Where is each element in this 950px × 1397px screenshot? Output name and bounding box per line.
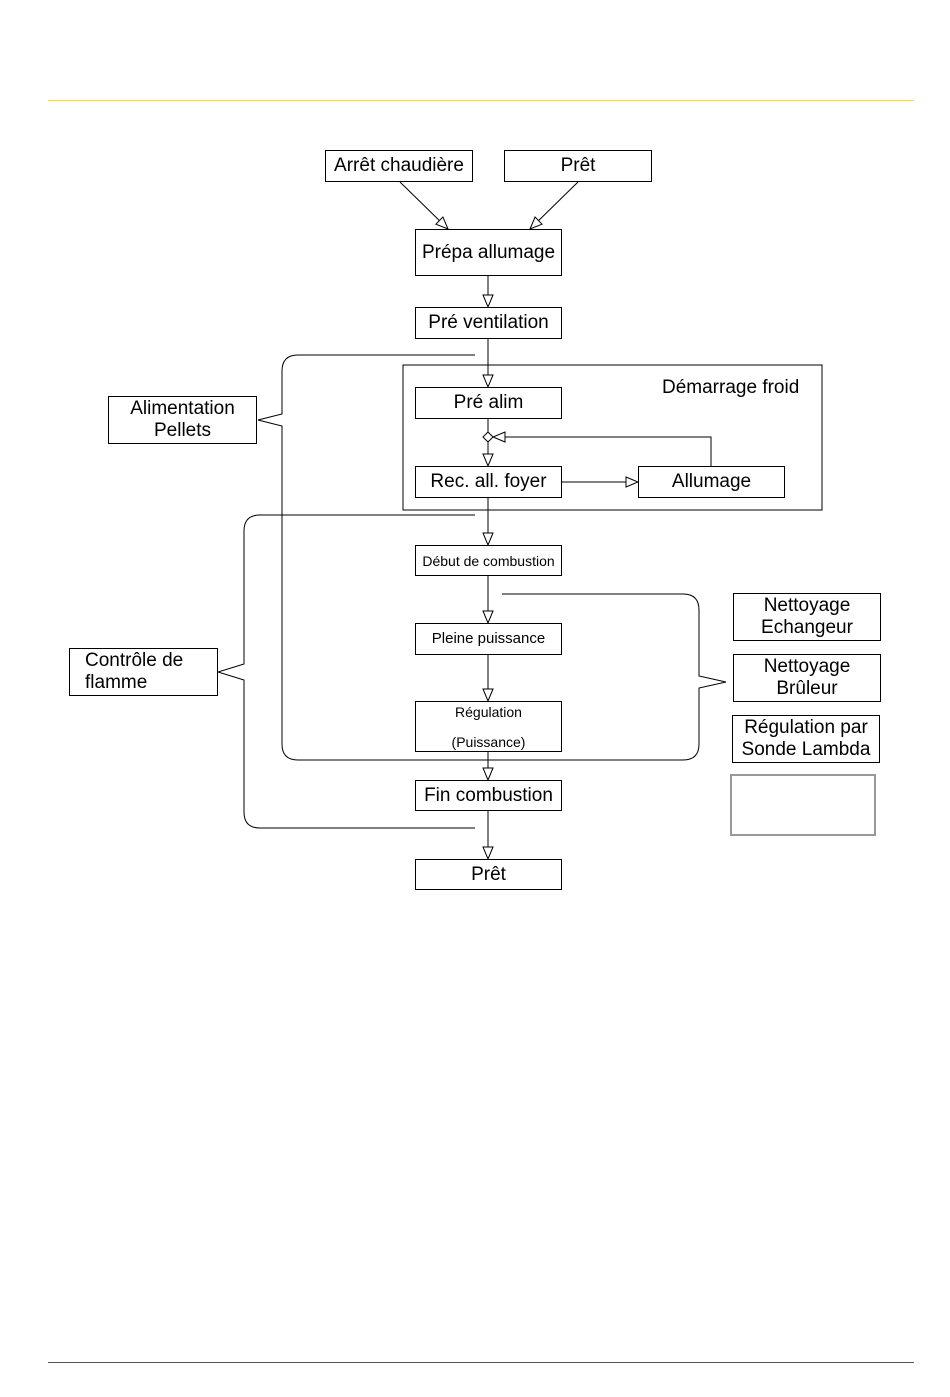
- box-arret-chaudiere: Arrêt chaudière: [325, 150, 473, 182]
- box-nettoyage-bruleur: Nettoyage Brûleur: [733, 654, 881, 702]
- arrow-pret-to-prepa: [530, 182, 578, 229]
- box-alimentation-pellets: Alimentation Pellets: [108, 396, 257, 444]
- box-pre-alim: Pré alim: [415, 387, 562, 419]
- box-prepa-allumage: Prépa allumage: [415, 229, 562, 276]
- box-rec-all-foyer: Rec. all. foyer: [415, 466, 562, 498]
- box-pret-top: Prêt: [504, 150, 652, 182]
- arrow-allumage-loop: [493, 437, 711, 466]
- box-pret-bottom: Prêt: [415, 859, 562, 890]
- box-regulation-lambda: Régulation par Sonde Lambda: [732, 715, 880, 763]
- arrow-arret-to-prepa: [400, 182, 448, 229]
- box-pleine-puissance: Pleine puissance: [415, 623, 562, 655]
- box-allumage: Allumage: [638, 466, 785, 498]
- box-controle-flamme: Contrôle de flamme: [69, 648, 218, 696]
- box-pre-ventilation: Pré ventilation: [415, 307, 562, 339]
- box-debut-combustion: Début de combustion: [415, 545, 562, 576]
- box-fin-combustion: Fin combustion: [415, 780, 562, 811]
- footer-rule: [48, 1362, 914, 1363]
- label-demarrage-froid: Démarrage froid: [662, 377, 799, 399]
- box-empty: [730, 774, 876, 836]
- junction-diamond: [483, 432, 493, 442]
- box-regulation: Régulation (Puissance): [415, 701, 562, 752]
- box-nettoyage-echangeur: Nettoyage Echangeur: [733, 593, 881, 641]
